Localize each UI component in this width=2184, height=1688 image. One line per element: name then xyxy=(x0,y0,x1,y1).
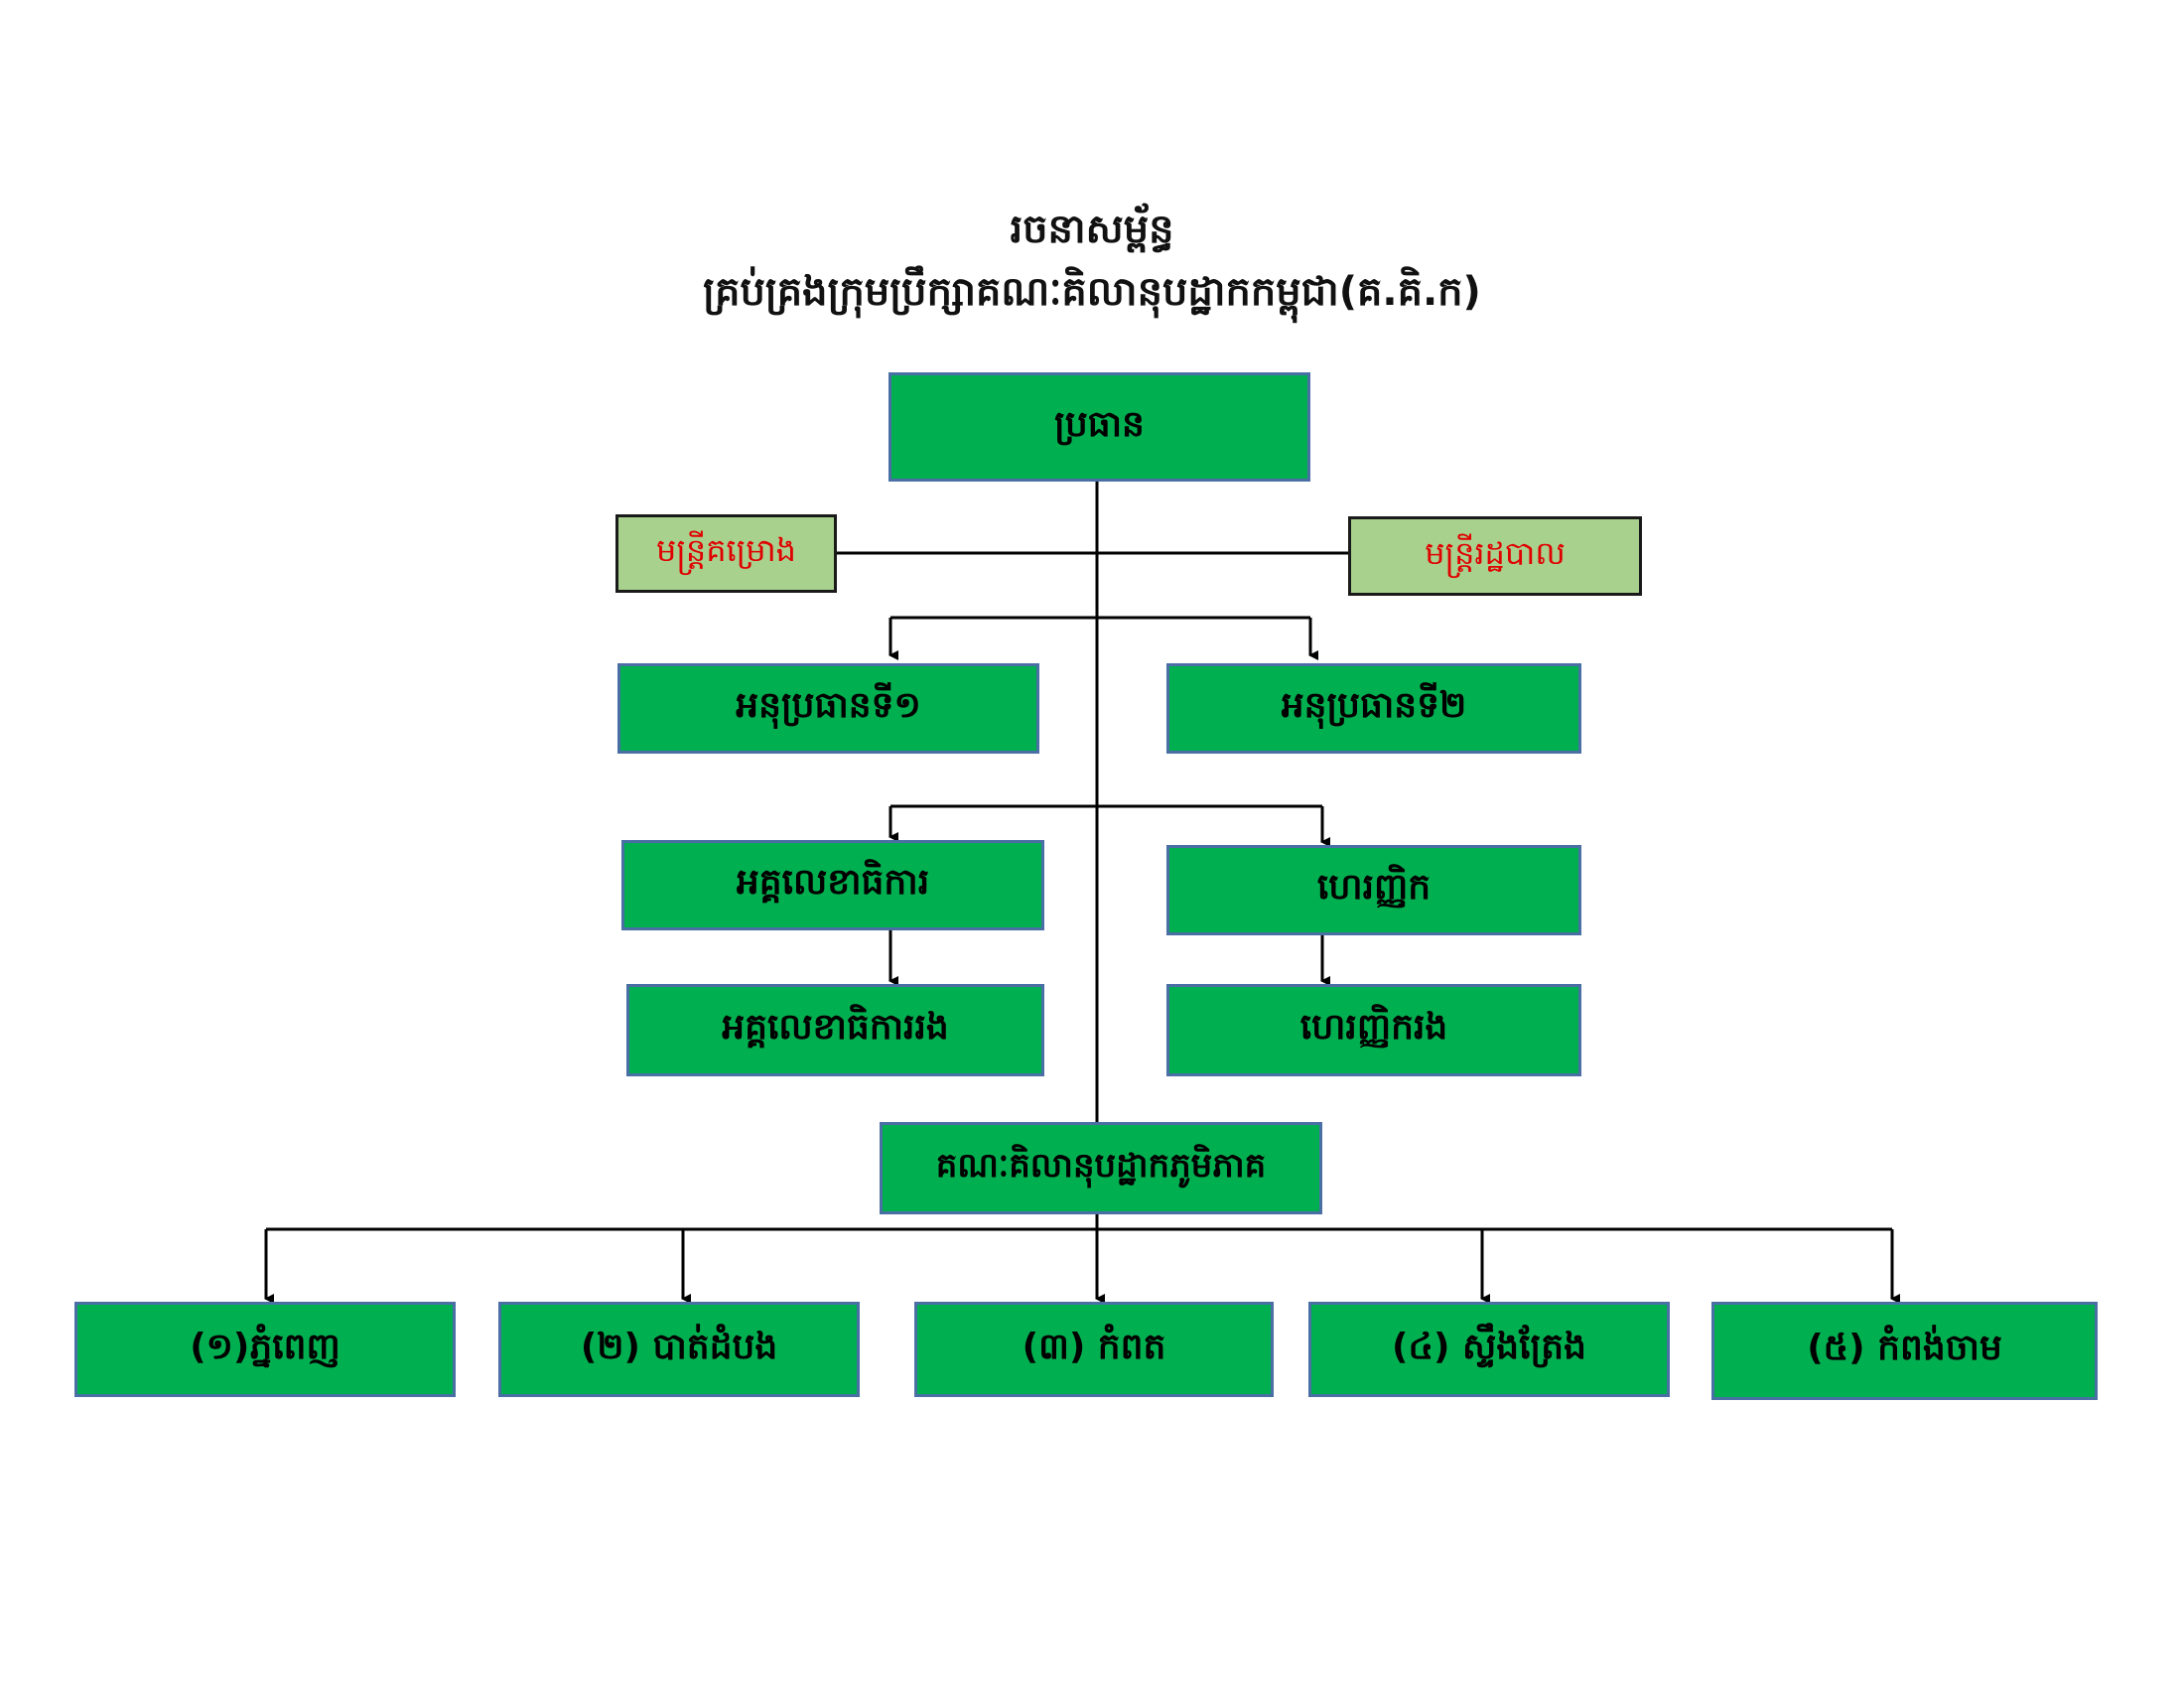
deputy-secretary-general-box: អគ្គលេខាធិការរង xyxy=(626,984,1044,1076)
region-box-3: (៣) កំពត xyxy=(914,1302,1274,1397)
region-box-2: (២) បាត់ដំបង xyxy=(498,1302,860,1397)
region-box-1: (១)ភ្នំពេញ xyxy=(74,1302,456,1397)
deputy-treasurer-box: ហេរញ្ញិករង xyxy=(1166,984,1581,1076)
chart-title: រចនាសម្ព័ន្ធ xyxy=(1010,207,1174,252)
region-box-4: (៤) ស្ទឹងត្រែង xyxy=(1308,1302,1670,1397)
secretary-general-box: អគ្គលេខាធិការ xyxy=(621,840,1044,930)
vice-president-1-box: អនុប្រធានទី១ xyxy=(617,663,1039,754)
project-officer-box: មន្ត្រីគម្រោង xyxy=(615,514,837,593)
chart-subtitle: គ្រប់គ្រងក្រុមប្រឹក្សាគណៈគិលានុបដ្ឋាកកម្… xyxy=(703,269,1481,315)
president-box: ប្រធាន xyxy=(888,372,1310,482)
regional-council-box: គណៈគិលានុបដ្ឋាកភូមិភាគ xyxy=(880,1122,1322,1214)
admin-officer-box: មន្ត្រីរដ្ឋបាល xyxy=(1348,516,1642,596)
treasurer-box: ហេរញ្ញិក xyxy=(1166,845,1581,935)
vice-president-2-box: អនុប្រធានទី២ xyxy=(1166,663,1581,754)
region-box-5: (៥) កំពង់ចាម xyxy=(1711,1302,2098,1400)
